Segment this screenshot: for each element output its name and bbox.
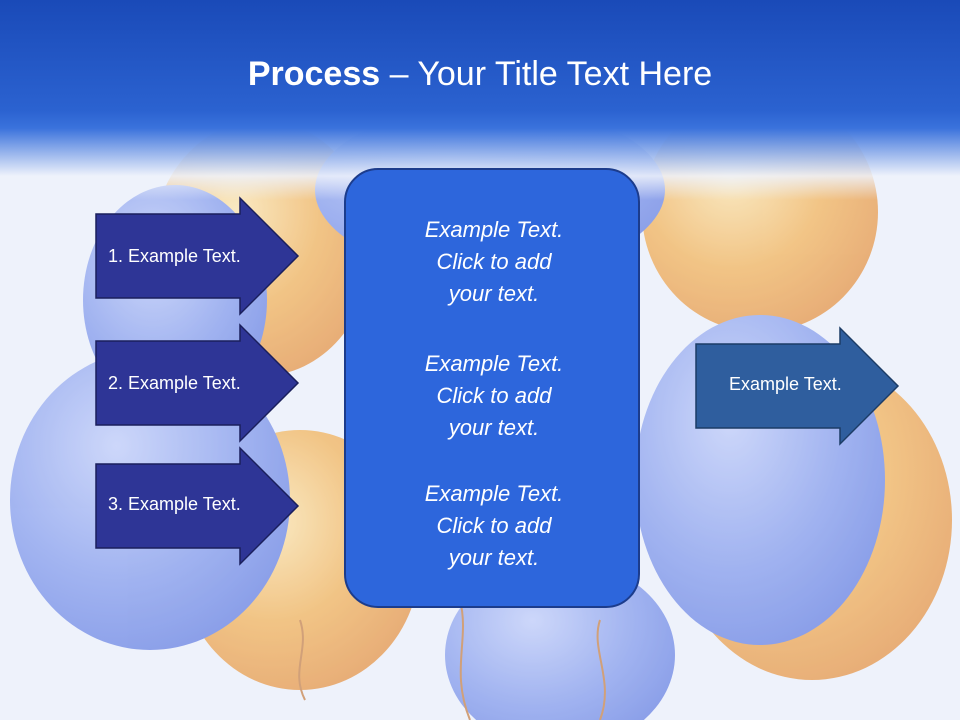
center-paragraph-1-line-3: your text. xyxy=(448,281,540,306)
slide-title-bold: Process xyxy=(247,55,381,93)
center-paragraph-2-line-2: Click to add xyxy=(436,383,552,408)
slide-title-rest: – Your Title Text Here xyxy=(380,55,713,93)
center-text-box[interactable]: Example Text. Click to add your text. Ex… xyxy=(344,168,640,608)
right-arrow-label: Example Text. xyxy=(729,374,842,394)
center-paragraph-3-line-3: your text. xyxy=(448,545,540,570)
left-arrow-2-label: 2. Example Text. xyxy=(108,373,241,393)
center-paragraph-1-line-2: Click to add xyxy=(436,249,552,274)
slide-title: Process – Your Title Text Here xyxy=(0,52,960,96)
left-arrow-3-label: 3. Example Text. xyxy=(108,494,241,514)
center-paragraph-3: Example Text. Click to add your text. xyxy=(346,478,642,574)
center-paragraph-2: Example Text. Click to add your text. xyxy=(346,348,642,444)
title-band xyxy=(0,0,960,200)
center-paragraph-1: Example Text. Click to add your text. xyxy=(346,214,642,310)
left-arrow-1-label: 1. Example Text. xyxy=(108,246,241,266)
center-paragraph-2-line-1: Example Text. xyxy=(424,351,564,376)
center-paragraph-3-line-2: Click to add xyxy=(436,513,552,538)
center-paragraph-3-line-1: Example Text. xyxy=(424,481,564,506)
center-paragraph-2-line-3: your text. xyxy=(448,415,540,440)
center-paragraph-1-line-1: Example Text. xyxy=(424,217,564,242)
